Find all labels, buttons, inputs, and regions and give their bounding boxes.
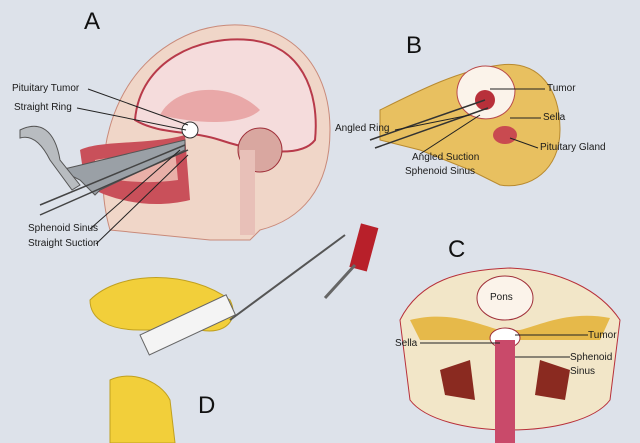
label-sella-b: Sella (543, 112, 566, 123)
panel-d-hand-instrument (89, 223, 379, 443)
label-angled-suction: Angled Suction (412, 152, 480, 163)
panel-c-coronal-section (399, 267, 621, 443)
label-sphenoid-c: Sphenoid (570, 352, 613, 363)
label-angled-ring: Angled Ring (335, 123, 390, 134)
label-pons: Pons (490, 292, 513, 303)
panel-label-a: A (84, 8, 101, 35)
label-pituitary-tumor: Pituitary Tumor (12, 83, 80, 94)
label-sphenoid-sinus-b: Sphenoid Sinus (405, 166, 476, 177)
label-sphenoid-sinus-a: Sphenoid Sinus (28, 223, 99, 234)
label-straight-suction: Straight Suction (28, 238, 99, 249)
leader-lines (76, 88, 545, 245)
label-sella-c: Sella (395, 338, 418, 349)
label-tumor-b: Tumor (547, 83, 576, 94)
panel-label-b: B (406, 32, 423, 59)
label-straight-ring: Straight Ring (14, 102, 72, 113)
panel-b-sella-detail (369, 63, 561, 187)
label-tumor-c: Tumor (588, 330, 617, 341)
panel-label-c: C (448, 236, 466, 263)
panel-a-head-section (19, 24, 331, 241)
label-pituitary-gland: Pituitary Gland (540, 142, 606, 153)
panel-label-d: D (198, 392, 216, 419)
label-sinus-c: Sinus (570, 366, 596, 377)
